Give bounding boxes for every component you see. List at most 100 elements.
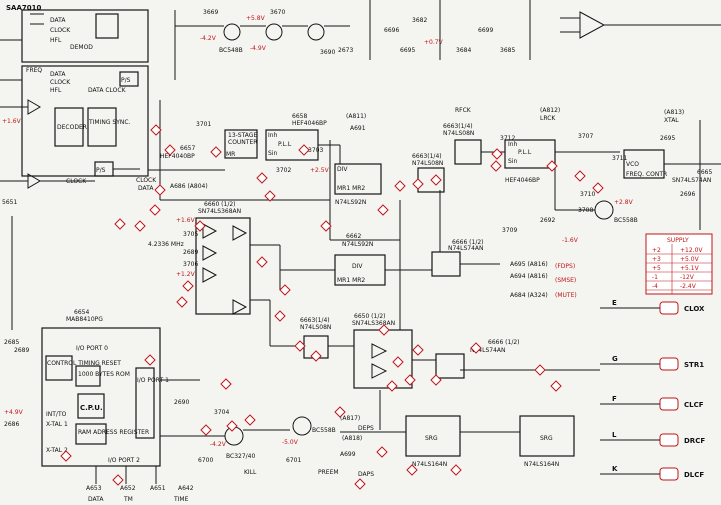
ps-box — [119, 71, 139, 87]
output-name-clcf: CLCF — [684, 401, 704, 409]
ic-6657-label-b: COUNTER — [228, 139, 257, 146]
transistor-6690 — [307, 23, 325, 41]
pin-a812: (A812) — [540, 107, 560, 114]
io-port1: I/O PORT 1 — [137, 377, 169, 384]
freq-clock-label: CLOCK — [50, 79, 71, 86]
ic-6661: DIV MR1 MR2 N74LS92N — [318, 144, 382, 206]
ic-6667-box — [405, 415, 461, 457]
tr-bc327: BC327/40 — [226, 453, 255, 460]
demod-block: SAA7010 DATA CLOCK HFL DEMOD — [6, 4, 149, 63]
ic-6663-top-part: N74LS08N — [443, 130, 474, 137]
test-point-marker — [491, 148, 503, 160]
test-point-markers — [60, 124, 604, 490]
volt-top-1: -4.2V — [200, 35, 217, 42]
transistor-6698 — [594, 200, 614, 220]
ic-6658-pll: P.L.L — [278, 141, 292, 148]
ic-6663-top: 6663(1/4) N74LS08N 6663(1/4) N74LS08N 37… — [412, 123, 515, 193]
pin-a642: A642 — [178, 485, 194, 492]
ic-6661-div: DIV — [337, 166, 348, 173]
rom-label: 1000 BYTES ROM — [78, 371, 130, 378]
ic-6669-part: HEF4046BP — [505, 177, 540, 184]
test-point-marker — [550, 380, 562, 392]
rfck-label: RFCK — [455, 107, 472, 114]
volt-pll: +2.5V — [310, 167, 330, 174]
test-point-marker — [534, 364, 546, 376]
ic-6663-top-box — [454, 139, 482, 165]
transistor-6696 — [292, 416, 312, 436]
bottom-transistors: BC327/40 BC558B KILL PREEM -4.2V -5.0V 2… — [160, 399, 339, 476]
ref-3669: 3669 — [203, 9, 218, 16]
pin-daps: DAPS — [358, 471, 374, 478]
pin-a651: A651 — [150, 485, 166, 492]
bus-data: DATA — [88, 496, 104, 503]
pin-a817: (A817) — [340, 415, 360, 422]
output-connector-g — [659, 357, 679, 371]
volt-top-2: +5.8V — [246, 15, 266, 22]
supply-rail-0: +2 — [652, 247, 661, 254]
test-point-marker — [546, 160, 558, 172]
ref-2690: 2690 — [174, 399, 189, 406]
output-pin-g: G — [612, 355, 618, 363]
ic-6669-sin: Sin — [508, 158, 517, 165]
ref-3704: 3704 — [214, 409, 229, 416]
bus-tm: TM — [123, 496, 133, 503]
ic-6654-box — [41, 327, 161, 467]
ps-label: P/S — [121, 77, 131, 84]
ic-6666-top: 6666 (1/2) N74LS74AN A695 (A816) A694 (A… — [385, 239, 577, 299]
ref-2696: 2696 — [680, 191, 695, 198]
volt-right-2: -1.6V — [562, 237, 579, 244]
ref-6696: 6696 — [384, 27, 399, 34]
test-point-marker — [450, 464, 462, 476]
volt-mcu: +4.9V — [4, 409, 24, 416]
output-name-drcf: DRCF — [684, 437, 705, 445]
opamp-triangle — [579, 11, 606, 39]
test-point-marker — [220, 378, 232, 390]
ic-6661-mr: MR1 MR2 — [337, 185, 365, 192]
output-name-str1: STR1 — [684, 361, 704, 369]
test-point-marker — [592, 182, 604, 194]
cpu-box — [77, 393, 105, 419]
ic-6662-num: 6662 — [346, 233, 361, 240]
output-pin-k: K — [612, 465, 618, 473]
ref-3684: 3684 — [456, 47, 471, 54]
ic-6650-num: 6650 (1/2) — [354, 313, 386, 320]
ic-6660-box — [195, 217, 251, 315]
test-point-marker — [298, 144, 310, 156]
sig-smse: (SMSE) — [555, 277, 576, 284]
ref-2689: 2689 — [183, 249, 198, 256]
ic-6663-top-num: 6663(1/4) — [443, 123, 473, 130]
decoder-box — [54, 107, 84, 147]
ref-6700: 6700 — [198, 457, 213, 464]
ic-6650-part: SN74LS368AN — [352, 320, 395, 327]
demod-hfl-label: HFL — [50, 37, 62, 44]
output-connector-k — [659, 467, 679, 481]
sig-fdps: (FDPS) — [555, 263, 575, 270]
pin-a694: A694 (A816) — [510, 273, 548, 280]
ref-3707: 3707 — [578, 133, 593, 140]
ic-6672: VCO FREQ. CONTR (A813) XTAL 6665 SN74LS7… — [612, 109, 721, 198]
transistor-6688 — [223, 23, 241, 41]
output-pin-f: F — [612, 395, 617, 403]
ref-2685: 2685 — [4, 339, 19, 346]
test-point-marker — [394, 180, 406, 192]
vco-label: VCO — [626, 161, 639, 168]
data-clock-label: DATA CLOCK — [88, 87, 127, 94]
ic-6658-part: HEF4046BP — [292, 120, 327, 127]
ic-6661-part: N74LS92N — [335, 199, 366, 206]
tr-bc548b-label: BC548B — [219, 47, 243, 54]
pin-a695: A695 (A816) — [510, 261, 548, 268]
freq-block: FREQ DATA CLOCK HFL DATA CLOCK P/S DECOD… — [0, 65, 149, 206]
xtal1-label: X-TAL 1 — [46, 421, 68, 428]
ref-3709: 3709 — [502, 227, 517, 234]
ic-6663-mid-part: N74LS08N — [412, 160, 443, 167]
volt-freq-1: +1.6V — [2, 118, 22, 125]
ic-6657-part: HEF4040BP — [160, 153, 195, 160]
ram-box — [75, 423, 107, 445]
ic-6650-box — [353, 329, 413, 389]
ic-6665-part: SN74LS74AN — [672, 177, 711, 184]
supply-table: SUPPLY +2+12.0V+3+5.0V+5+5.1V-1-12V-4-2.… — [645, 233, 713, 295]
ic-6668-part: N74LS164N — [524, 461, 559, 468]
output-name-clox: CLOX — [684, 305, 705, 313]
